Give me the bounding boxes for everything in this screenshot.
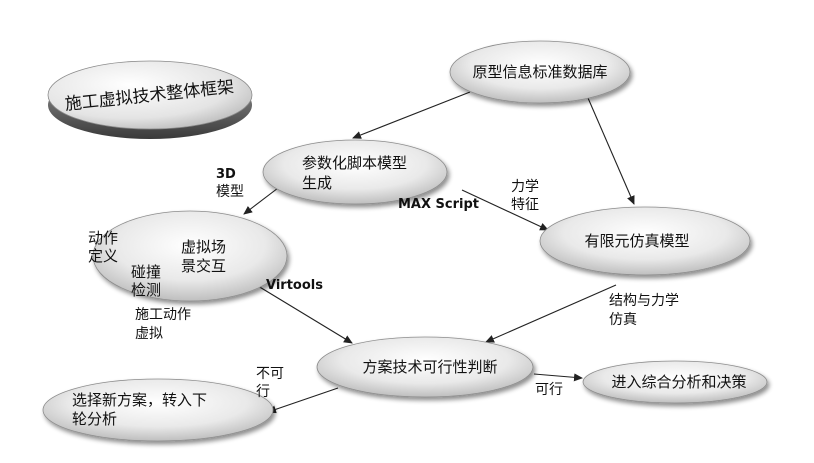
node-feasibility-shape: [316, 336, 534, 398]
node-vr-interact-line2: 景交互: [181, 257, 226, 275]
node-collision-line1: 碰撞: [131, 263, 161, 281]
label-infeasible-line2: 行: [256, 384, 270, 400]
label-construct-sim-line1: 施工动作: [135, 307, 191, 323]
label-infeasible-line1: 不可: [256, 366, 284, 382]
node-vr-group: 动作 定义 虚拟场 景交互 碰撞 检测: [88, 210, 288, 302]
node-collision-line2: 检测: [131, 281, 161, 299]
node-param-script-line1: 参数化脚本模型: [302, 154, 407, 172]
node-param-script: 参数化脚本模型 生成: [262, 139, 448, 205]
edge-feasibility-to-newplan: [267, 387, 339, 414]
node-action-def-line2: 定义: [88, 247, 118, 265]
node-fem-text: 有限元仿真模型: [584, 232, 689, 250]
node-new-plan-line2: 轮分析: [72, 410, 117, 428]
node-decision: 进入综合分析和决策: [582, 360, 768, 404]
label-struct-sim-line2: 仿真: [609, 312, 637, 328]
node-decision-shape: [582, 360, 768, 404]
label-mech-feature-line2: 特征: [511, 197, 539, 213]
node-new-plan: 选择新方案，转入下 轮分析: [42, 378, 274, 442]
edge-labels: 3D 模型 MAX Script 力学 特征 Virtools 施工动作 虚拟 …: [135, 167, 679, 400]
node-database-text: 原型信息标准数据库: [472, 63, 607, 81]
node-decision-text: 进入综合分析和决策: [611, 373, 746, 391]
edge-param-to-vr: [243, 184, 283, 215]
label-3d-line1: 3D: [216, 167, 236, 182]
node-fem-shape: [539, 206, 751, 276]
label-3d-line2: 模型: [216, 184, 244, 200]
label-struct-sim-line1: 结构与力学: [609, 293, 679, 309]
node-new-plan-line1: 选择新方案，转入下: [72, 391, 207, 409]
node-feasibility-text: 方案技术可行性判断: [362, 358, 497, 376]
label-mech-feature-line1: 力学: [511, 179, 539, 195]
node-vr-group-shape: [92, 210, 288, 302]
node-param-script-line2: 生成: [302, 174, 332, 192]
label-construct-sim-line2: 虚拟: [135, 326, 163, 342]
edge-vr-to-feasibility: [257, 285, 353, 344]
edge-fem-to-feasibility: [485, 284, 617, 343]
label-feasible: 可行: [535, 382, 563, 398]
edge-database-to-fem: [587, 97, 635, 205]
edge-database-to-param: [352, 91, 471, 139]
title-disc-top: [47, 60, 253, 130]
node-database: 原型信息标准数据库: [449, 40, 631, 104]
label-max-script: MAX Script: [398, 197, 479, 212]
node-action-def-line1: 动作: [88, 229, 118, 247]
edges: [243, 91, 635, 414]
node-database-shape: [449, 40, 631, 104]
edge-feasibility-to-decision: [533, 373, 583, 382]
node-feasibility: 方案技术可行性判断: [316, 336, 534, 398]
label-virtools: Virtools: [266, 278, 323, 293]
title-disc: 施工虚拟技术整体框架: [47, 60, 253, 139]
node-new-plan-shape: [42, 378, 274, 442]
node-vr-interact-line1: 虚拟场: [181, 238, 226, 256]
node-fem: 有限元仿真模型: [539, 206, 751, 276]
edge-param-to-fem: [461, 189, 549, 231]
node-param-script-shape: [262, 139, 448, 205]
